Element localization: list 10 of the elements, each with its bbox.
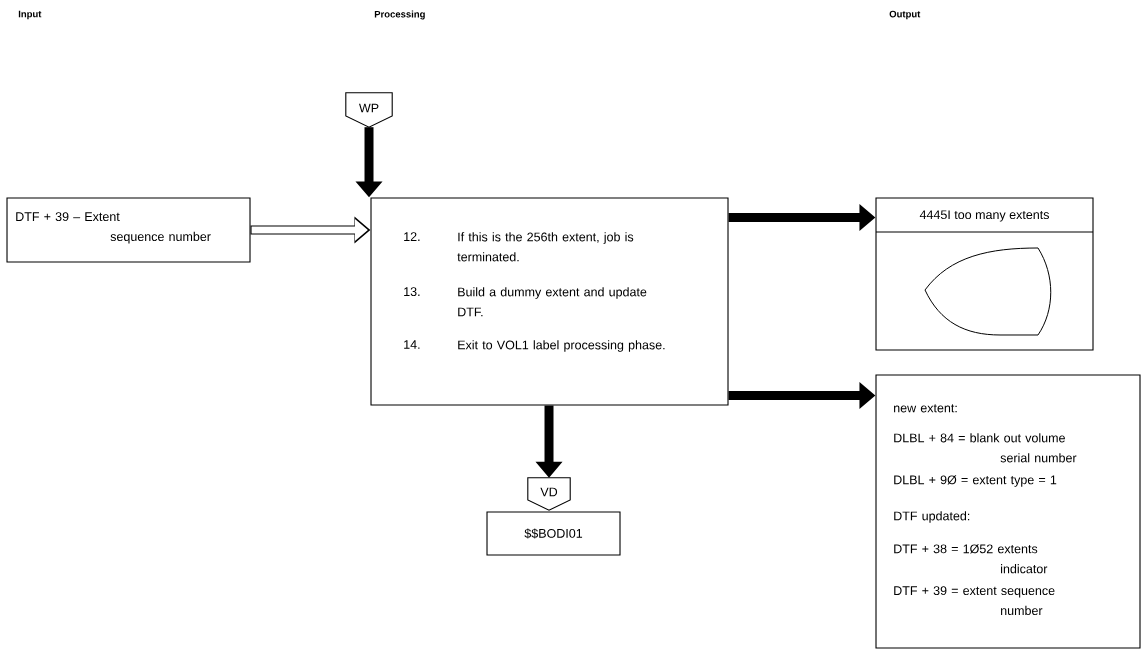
module-box: $$BODI01 (486, 511, 621, 556)
column-heading: Input (18, 10, 42, 20)
column-heading: Output (889, 10, 921, 20)
output-box: new extent: DLBL + 84 = blank out volume serial number DLBL + 9Ø = extent type = 1 DTF updated: DTF + 38 = 1Ø52 extents indicator DTF + 39 = extent sequence number (875, 374, 1141, 649)
off-page-connector: VD (527, 477, 571, 511)
column-heading: Processing (374, 10, 425, 20)
input-box: DTF + 39 – Extent sequence number (6, 197, 251, 263)
message-box: 4445I too many extents (875, 197, 1094, 351)
off-page-connector: WP (345, 92, 393, 128)
process-box: 12. If this is the 256th extent, job is terminated. 13. Build a dummy extent and update DTF. 14. Exit to VOL1 label processing phase. (370, 197, 729, 406)
